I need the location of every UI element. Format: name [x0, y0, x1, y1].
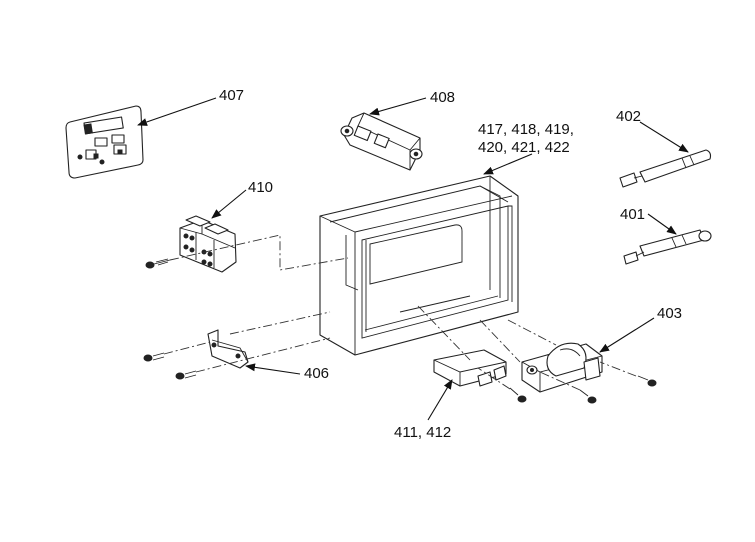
label-402: 402 — [616, 108, 641, 125]
callout-labels: 407 408 417, 418, 419, 420, 421, 422 402… — [219, 87, 682, 441]
screw-406-lower — [175, 370, 197, 380]
label-417-422-line2: 420, 421, 422 — [478, 139, 570, 156]
assembly-lines — [163, 234, 637, 391]
part-401-sensor — [623, 229, 712, 265]
part-402-sensor — [619, 149, 712, 188]
screw-411-412 — [509, 387, 527, 403]
label-401: 401 — [620, 206, 645, 223]
part-407-control-plate — [65, 105, 144, 179]
screw-403-lower — [579, 389, 597, 404]
part-408-switch-housing — [340, 112, 423, 171]
screw-403-right — [637, 375, 657, 387]
part-410-terminal-block — [179, 215, 237, 273]
label-410: 410 — [248, 179, 273, 196]
screw-406-upper — [143, 352, 165, 362]
label-406: 406 — [304, 365, 329, 382]
screw-410 — [145, 258, 171, 269]
label-411-412: 411, 412 — [394, 424, 451, 441]
part-411-412-relay — [433, 349, 507, 387]
part-417-422-main-case — [319, 175, 519, 356]
part-406-bracket — [207, 329, 249, 369]
label-417-422-line1: 417, 418, 419, — [478, 121, 574, 138]
leader-lines — [137, 97, 689, 421]
label-408: 408 — [430, 89, 455, 106]
label-407: 407 — [219, 87, 244, 104]
label-403: 403 — [657, 305, 682, 322]
part-403-motor — [521, 342, 603, 393]
